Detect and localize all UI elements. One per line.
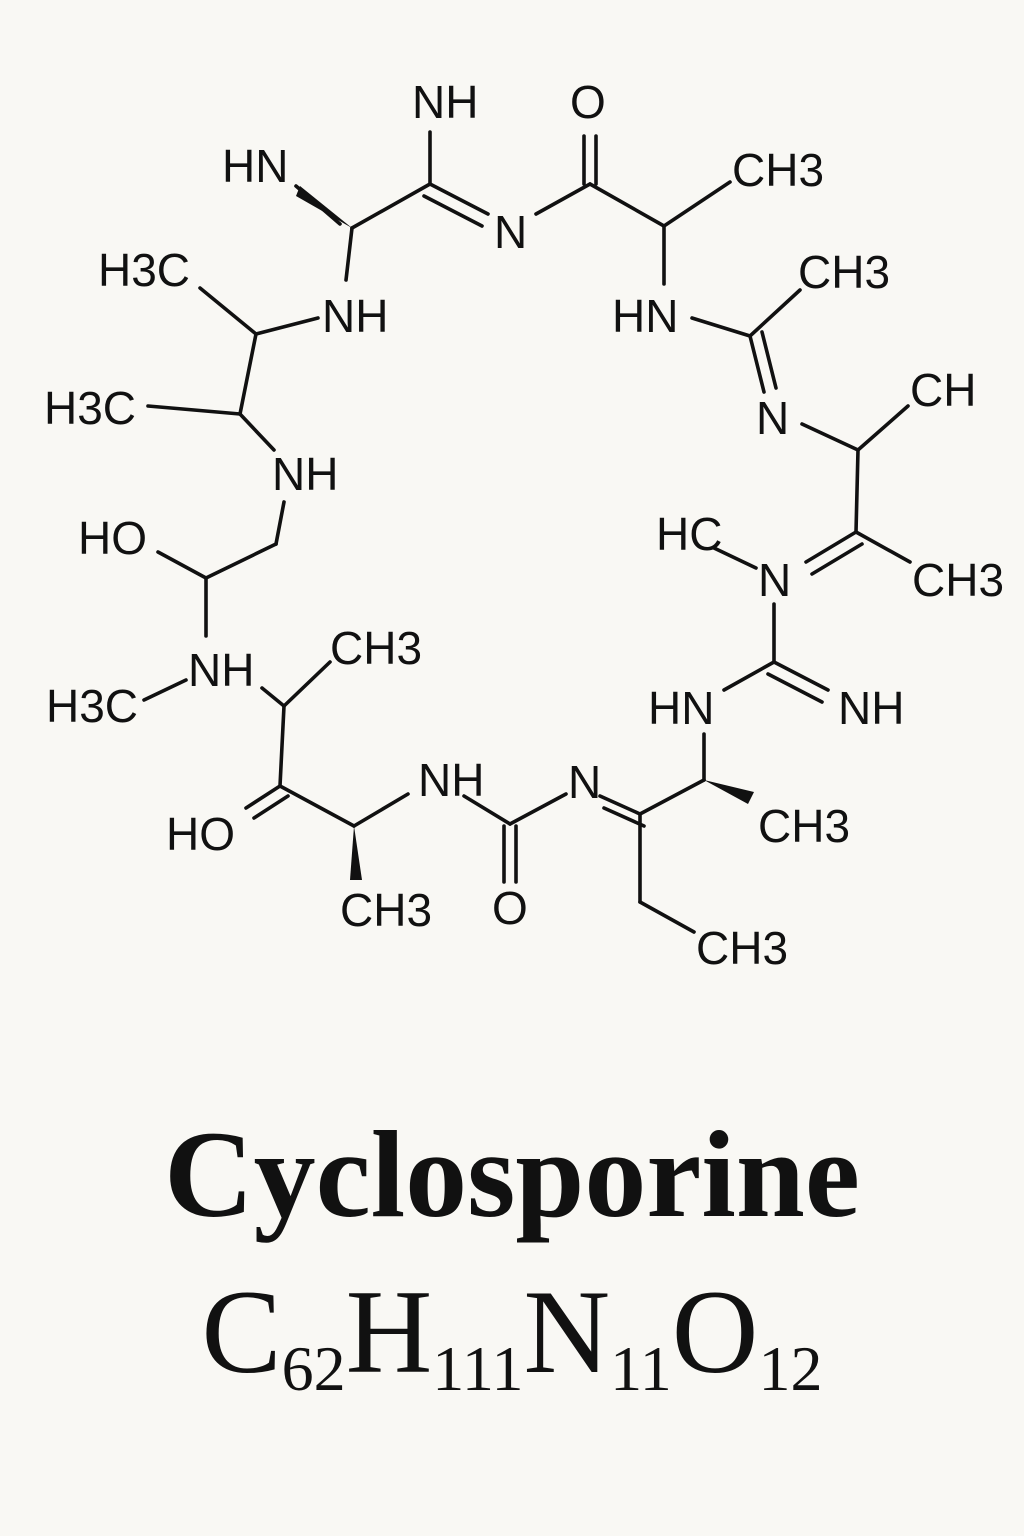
- atom-label: NH: [188, 644, 254, 696]
- bond: [856, 404, 910, 452]
- bond: [638, 778, 706, 816]
- atom-label: CH3: [340, 884, 432, 936]
- wedge-bond: [296, 186, 352, 228]
- bond: [854, 448, 860, 534]
- bond: [598, 794, 642, 816]
- formula-element-symbol: O: [671, 1265, 759, 1398]
- bond: [810, 542, 864, 576]
- bond: [800, 422, 860, 452]
- atom-label: HO: [166, 808, 235, 860]
- formula-element-count: 12: [758, 1333, 823, 1404]
- formula-element-symbol: H: [345, 1265, 433, 1398]
- atom-label: HN: [612, 290, 678, 342]
- bond: [748, 334, 766, 394]
- bond: [244, 784, 282, 810]
- formula-element-count: 62: [281, 1333, 346, 1404]
- bond: [344, 226, 354, 282]
- atom-label: HO: [78, 512, 147, 564]
- bond: [588, 182, 666, 228]
- bond: [146, 404, 242, 416]
- bond: [766, 672, 824, 704]
- bond: [352, 792, 410, 828]
- atom-label: H3C: [46, 680, 138, 732]
- atom-label: HN: [648, 682, 714, 734]
- bond: [760, 330, 778, 390]
- atom-label: NH: [272, 448, 338, 500]
- bond: [534, 182, 592, 216]
- atom-labels: NH O HN CH3 N H3C NH HN CH3 H3C N CH NH …: [44, 76, 1004, 974]
- bond: [462, 794, 512, 826]
- atom-label: H3C: [98, 244, 190, 296]
- cyclosporine-structure-diagram: NH O HN CH3 N H3C NH HN CH3 H3C N CH NH …: [44, 76, 1004, 974]
- bond: [278, 704, 286, 788]
- bond: [254, 316, 320, 336]
- bond: [508, 792, 568, 826]
- bond: [602, 806, 646, 828]
- atom-label: NH: [322, 290, 388, 342]
- bond: [238, 332, 258, 416]
- wedge-bond: [350, 826, 362, 880]
- atom-label: N: [494, 206, 527, 258]
- atom-label: CH: [910, 364, 976, 416]
- stereo-wedges: [296, 186, 754, 880]
- bond: [198, 286, 258, 336]
- bond: [204, 542, 278, 580]
- bond: [638, 900, 696, 934]
- bond: [238, 412, 276, 452]
- bond: [422, 194, 484, 228]
- atom-label: N: [568, 756, 601, 808]
- atom-label: CH3: [696, 922, 788, 974]
- atom-label: N: [758, 554, 791, 606]
- bond: [274, 500, 286, 546]
- formula-element-count: 111: [432, 1333, 524, 1404]
- atom-label: HN: [222, 140, 288, 192]
- atom-label: NH: [412, 76, 478, 128]
- atom-label: NH: [838, 682, 904, 734]
- atom-label: CH3: [912, 554, 1004, 606]
- atom-label: CH3: [758, 800, 850, 852]
- atom-label: NH: [418, 754, 484, 806]
- atom-label: O: [570, 76, 606, 128]
- atom-label: H3C: [44, 382, 136, 434]
- bond: [156, 550, 208, 580]
- bond: [772, 660, 830, 692]
- bond: [662, 180, 732, 228]
- atom-label: CH3: [330, 622, 422, 674]
- bond-lines: [142, 130, 912, 934]
- compound-name: Cyclosporine: [164, 1106, 860, 1243]
- molecular-formula: C62H111N11O12: [0, 1262, 1024, 1439]
- bond: [854, 530, 912, 564]
- bond: [252, 794, 290, 820]
- atom-label: O: [492, 882, 528, 934]
- bond: [282, 660, 332, 708]
- bond: [712, 546, 758, 570]
- atom-label: HC: [656, 508, 722, 560]
- bond: [748, 288, 802, 338]
- formula-element-symbol: N: [523, 1265, 611, 1398]
- formula-element-symbol: C: [201, 1265, 282, 1398]
- formula-element-count: 11: [610, 1333, 672, 1404]
- bond: [278, 784, 356, 828]
- bond: [804, 530, 858, 564]
- bond: [690, 316, 752, 338]
- bond: [722, 660, 776, 692]
- bond: [142, 678, 188, 702]
- wedge-bond: [704, 780, 754, 804]
- atom-label: N: [756, 392, 789, 444]
- bond: [260, 686, 286, 708]
- bond: [428, 182, 490, 216]
- bond: [350, 182, 432, 230]
- atom-label: CH3: [732, 144, 824, 196]
- atom-label: CH3: [798, 246, 890, 298]
